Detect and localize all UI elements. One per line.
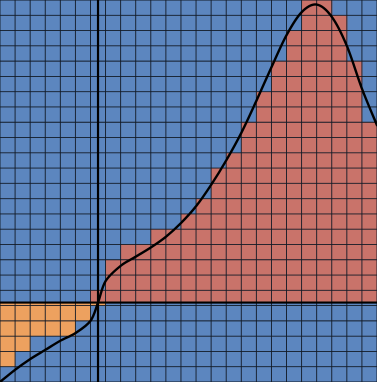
positive-fill-column bbox=[165, 229, 182, 303]
negative-fill-column bbox=[60, 302, 76, 337]
negative-fill-column bbox=[75, 302, 91, 321]
positive-fill-column bbox=[226, 152, 242, 303]
positive-fill-column bbox=[196, 198, 212, 303]
positive-region bbox=[90, 0, 377, 303]
positive-fill-column bbox=[316, 0, 333, 303]
negative-fill-column bbox=[45, 302, 61, 337]
negative-fill-column bbox=[0, 302, 16, 367]
negative-fill-column bbox=[30, 302, 46, 337]
positive-fill-column bbox=[150, 229, 167, 303]
positive-fill-column bbox=[331, 15, 348, 303]
positive-fill-column bbox=[120, 244, 137, 303]
positive-fill-column bbox=[256, 91, 272, 303]
positive-fill-column bbox=[361, 122, 377, 303]
positive-fill-column bbox=[241, 122, 257, 303]
positive-fill-column bbox=[346, 61, 363, 303]
positive-fill-column bbox=[271, 61, 288, 303]
positive-fill-column bbox=[135, 244, 152, 303]
positive-fill-column bbox=[105, 259, 122, 303]
positive-fill-column bbox=[211, 168, 227, 303]
curve-line bbox=[0, 3, 377, 382]
positive-fill-column bbox=[180, 213, 197, 303]
negative-fill-column bbox=[15, 302, 31, 352]
positive-fill-column bbox=[301, 0, 318, 303]
positive-fill-column bbox=[286, 30, 303, 303]
